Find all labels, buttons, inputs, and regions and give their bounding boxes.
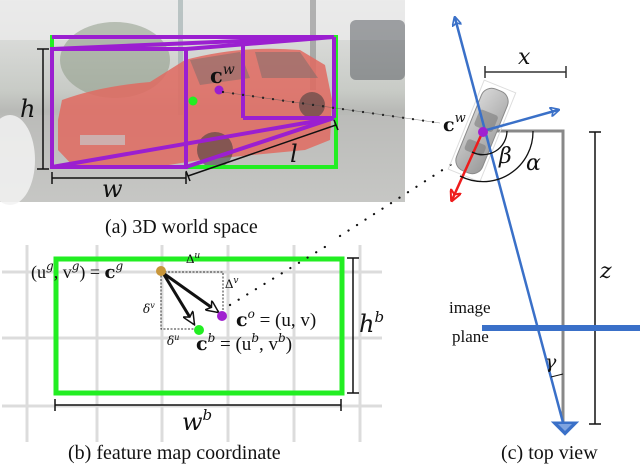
panel-c-top-view: cw β α x z image plane γ (c) top view xyxy=(443,18,640,464)
panel-b-feature-map: (ug, vg) = cg Δu Δv δv δu co = (u, v) cb… xyxy=(2,158,460,464)
label-gamma: γ xyxy=(545,351,557,373)
label-x: x xyxy=(518,45,531,70)
label-beta: β xyxy=(498,144,512,169)
pole xyxy=(178,0,183,115)
camera-origin-arrow-inner xyxy=(558,424,572,431)
3d-center-point xyxy=(214,85,224,95)
dimension-l xyxy=(185,119,339,182)
beta-arc xyxy=(471,130,508,156)
label-h: h xyxy=(20,95,35,123)
label-cb-equation: cb = (ub, vb) xyxy=(196,331,292,355)
caption-b: (b) feature map coordinate xyxy=(68,442,281,464)
projection-ray-dotted-c xyxy=(338,158,460,238)
gamma-tick xyxy=(550,373,564,378)
label-image-plane-1: image xyxy=(449,298,491,317)
dimension-h xyxy=(37,48,49,170)
arrow-cg-to-co xyxy=(162,271,218,312)
delta-offset-guide xyxy=(161,271,224,316)
projected-2d-center-point xyxy=(188,96,198,106)
bbox-3d-cuboid xyxy=(50,35,336,169)
grid-point-cg xyxy=(156,266,166,276)
label-small-delta-u: δu xyxy=(167,333,179,348)
label-z: z xyxy=(599,259,612,284)
car-window xyxy=(190,52,250,85)
dimension-hb xyxy=(347,257,359,394)
label-cw: cw xyxy=(210,62,235,88)
dimension-w xyxy=(51,172,187,184)
camera-ray-up xyxy=(455,18,567,431)
projected-center-co xyxy=(217,311,227,321)
arrow-cg-to-cb xyxy=(161,272,194,324)
delta-small-offset-guide xyxy=(160,272,199,330)
box-center-cb xyxy=(194,325,204,335)
label-cg-equation: (ug, vg) = cg xyxy=(31,259,124,283)
ray-normal-arrow xyxy=(482,110,558,133)
label-wb: wb xyxy=(182,406,212,436)
label-co-equation: co = (u, v) xyxy=(236,307,316,331)
tree-foliage xyxy=(60,22,170,98)
caption-a: (a) 3D world space xyxy=(105,216,258,238)
label-alpha: α xyxy=(526,151,541,176)
projection-ray-dotted-b xyxy=(228,240,335,307)
license-plate xyxy=(80,135,125,145)
building-wall xyxy=(0,0,405,40)
label-hb: hb xyxy=(359,308,384,338)
car-body xyxy=(58,48,332,168)
label-w: w xyxy=(102,175,123,203)
car-window xyxy=(255,52,318,78)
dimension-wb xyxy=(54,399,342,411)
caption-c: (c) top view xyxy=(501,442,598,464)
bbox-feature-map xyxy=(53,256,345,396)
dimension-x xyxy=(484,66,567,78)
label-delta-u: Δu xyxy=(186,251,200,266)
panel-a-world-space: cw h w l (a) 3D world space xyxy=(0,0,442,238)
label-image-plane-2: plane xyxy=(452,327,489,346)
alpha-arc xyxy=(459,130,534,183)
dimension-z xyxy=(589,131,601,425)
label-delta-v: Δv xyxy=(225,276,238,291)
pole xyxy=(310,0,316,90)
heading-arrow xyxy=(452,130,485,200)
white-car-edge xyxy=(0,115,35,205)
feature-grid xyxy=(2,245,382,442)
center-point-top xyxy=(478,127,488,137)
projection-ray-thin xyxy=(222,91,441,124)
label-cw-top: cw xyxy=(443,111,466,136)
label-l: l xyxy=(290,140,298,168)
background-car xyxy=(350,20,405,80)
label-small-delta-v: δv xyxy=(143,301,155,316)
